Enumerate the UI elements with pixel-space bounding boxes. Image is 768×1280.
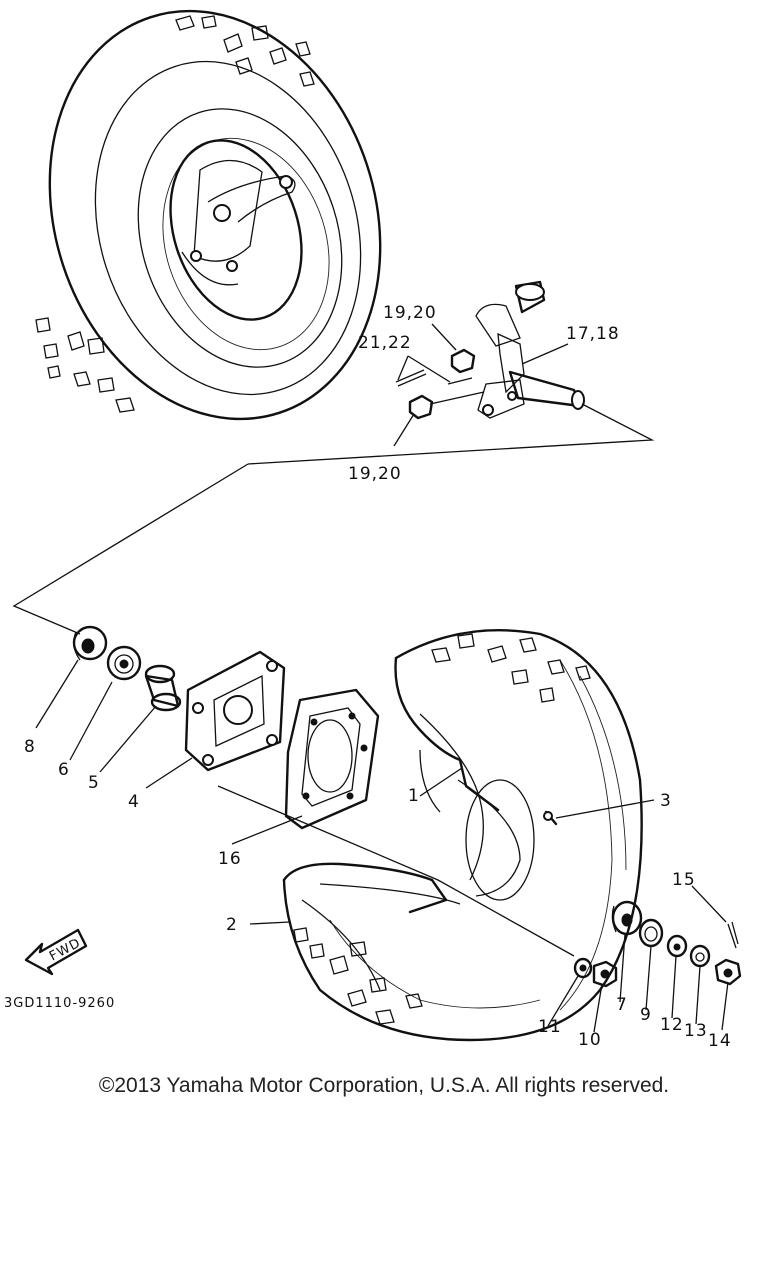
hub-4 <box>184 650 286 772</box>
assembled-wheel <box>35 9 382 421</box>
washer-12 <box>666 934 688 958</box>
callout-13: 13 <box>684 1021 708 1041</box>
plate-16 <box>284 688 380 830</box>
bearing-8 <box>72 625 108 661</box>
callout-11: 11 <box>538 1017 562 1037</box>
copyright-notice: ©2013 Yamaha Motor Corporation, U.S.A. A… <box>98 1074 670 1097</box>
bearing-6 <box>106 645 142 681</box>
assembly-lines <box>12 391 655 957</box>
callout-19-20-bottom: 19,20 <box>348 464 402 484</box>
fwd-arrow-icon: FWD <box>24 928 88 976</box>
knuckle-assembly <box>395 280 585 420</box>
callout-9: 9 <box>640 1005 652 1025</box>
callout-12: 12 <box>660 1015 684 1035</box>
callout-21-22: 21,22 <box>358 333 412 353</box>
callout-16: 16 <box>218 849 242 869</box>
washer-13 <box>689 944 711 968</box>
callout-15: 15 <box>672 870 696 890</box>
callout-7: 7 <box>616 995 628 1015</box>
callout-labels: 19,20 21,22 17,18 19,20 8 6 5 4 1 3 16 1… <box>4 303 732 1051</box>
tire-and-rim <box>282 629 643 1042</box>
callout-1: 1 <box>408 786 420 806</box>
callout-5: 5 <box>88 773 100 793</box>
callout-2: 2 <box>226 915 238 935</box>
callout-10: 10 <box>578 1030 602 1050</box>
cotter-pin-15 <box>727 921 739 949</box>
fwd-arrow-label: FWD <box>47 936 83 965</box>
callout-3: 3 <box>660 791 672 811</box>
nut-10 <box>592 960 618 988</box>
callout-17-18: 17,18 <box>566 324 620 344</box>
leader-lines <box>35 323 729 1033</box>
callout-4: 4 <box>128 792 140 812</box>
callout-6: 6 <box>58 760 70 780</box>
callout-14: 14 <box>708 1031 732 1051</box>
washer-11 <box>573 957 593 979</box>
nut-14 <box>714 958 742 986</box>
bearing-7 <box>611 900 643 936</box>
spacer-5 <box>144 664 182 712</box>
callout-19-20-top: 19,20 <box>383 303 437 323</box>
exploded-parts-diagram: FWD 19,20 21,22 17,18 19,20 8 6 5 4 1 3 <box>4 9 742 1051</box>
nut-group <box>573 900 742 988</box>
callout-8: 8 <box>24 737 36 757</box>
seal-9 <box>638 918 664 948</box>
drawing-code: 3GD1110-9260 <box>4 996 115 1011</box>
